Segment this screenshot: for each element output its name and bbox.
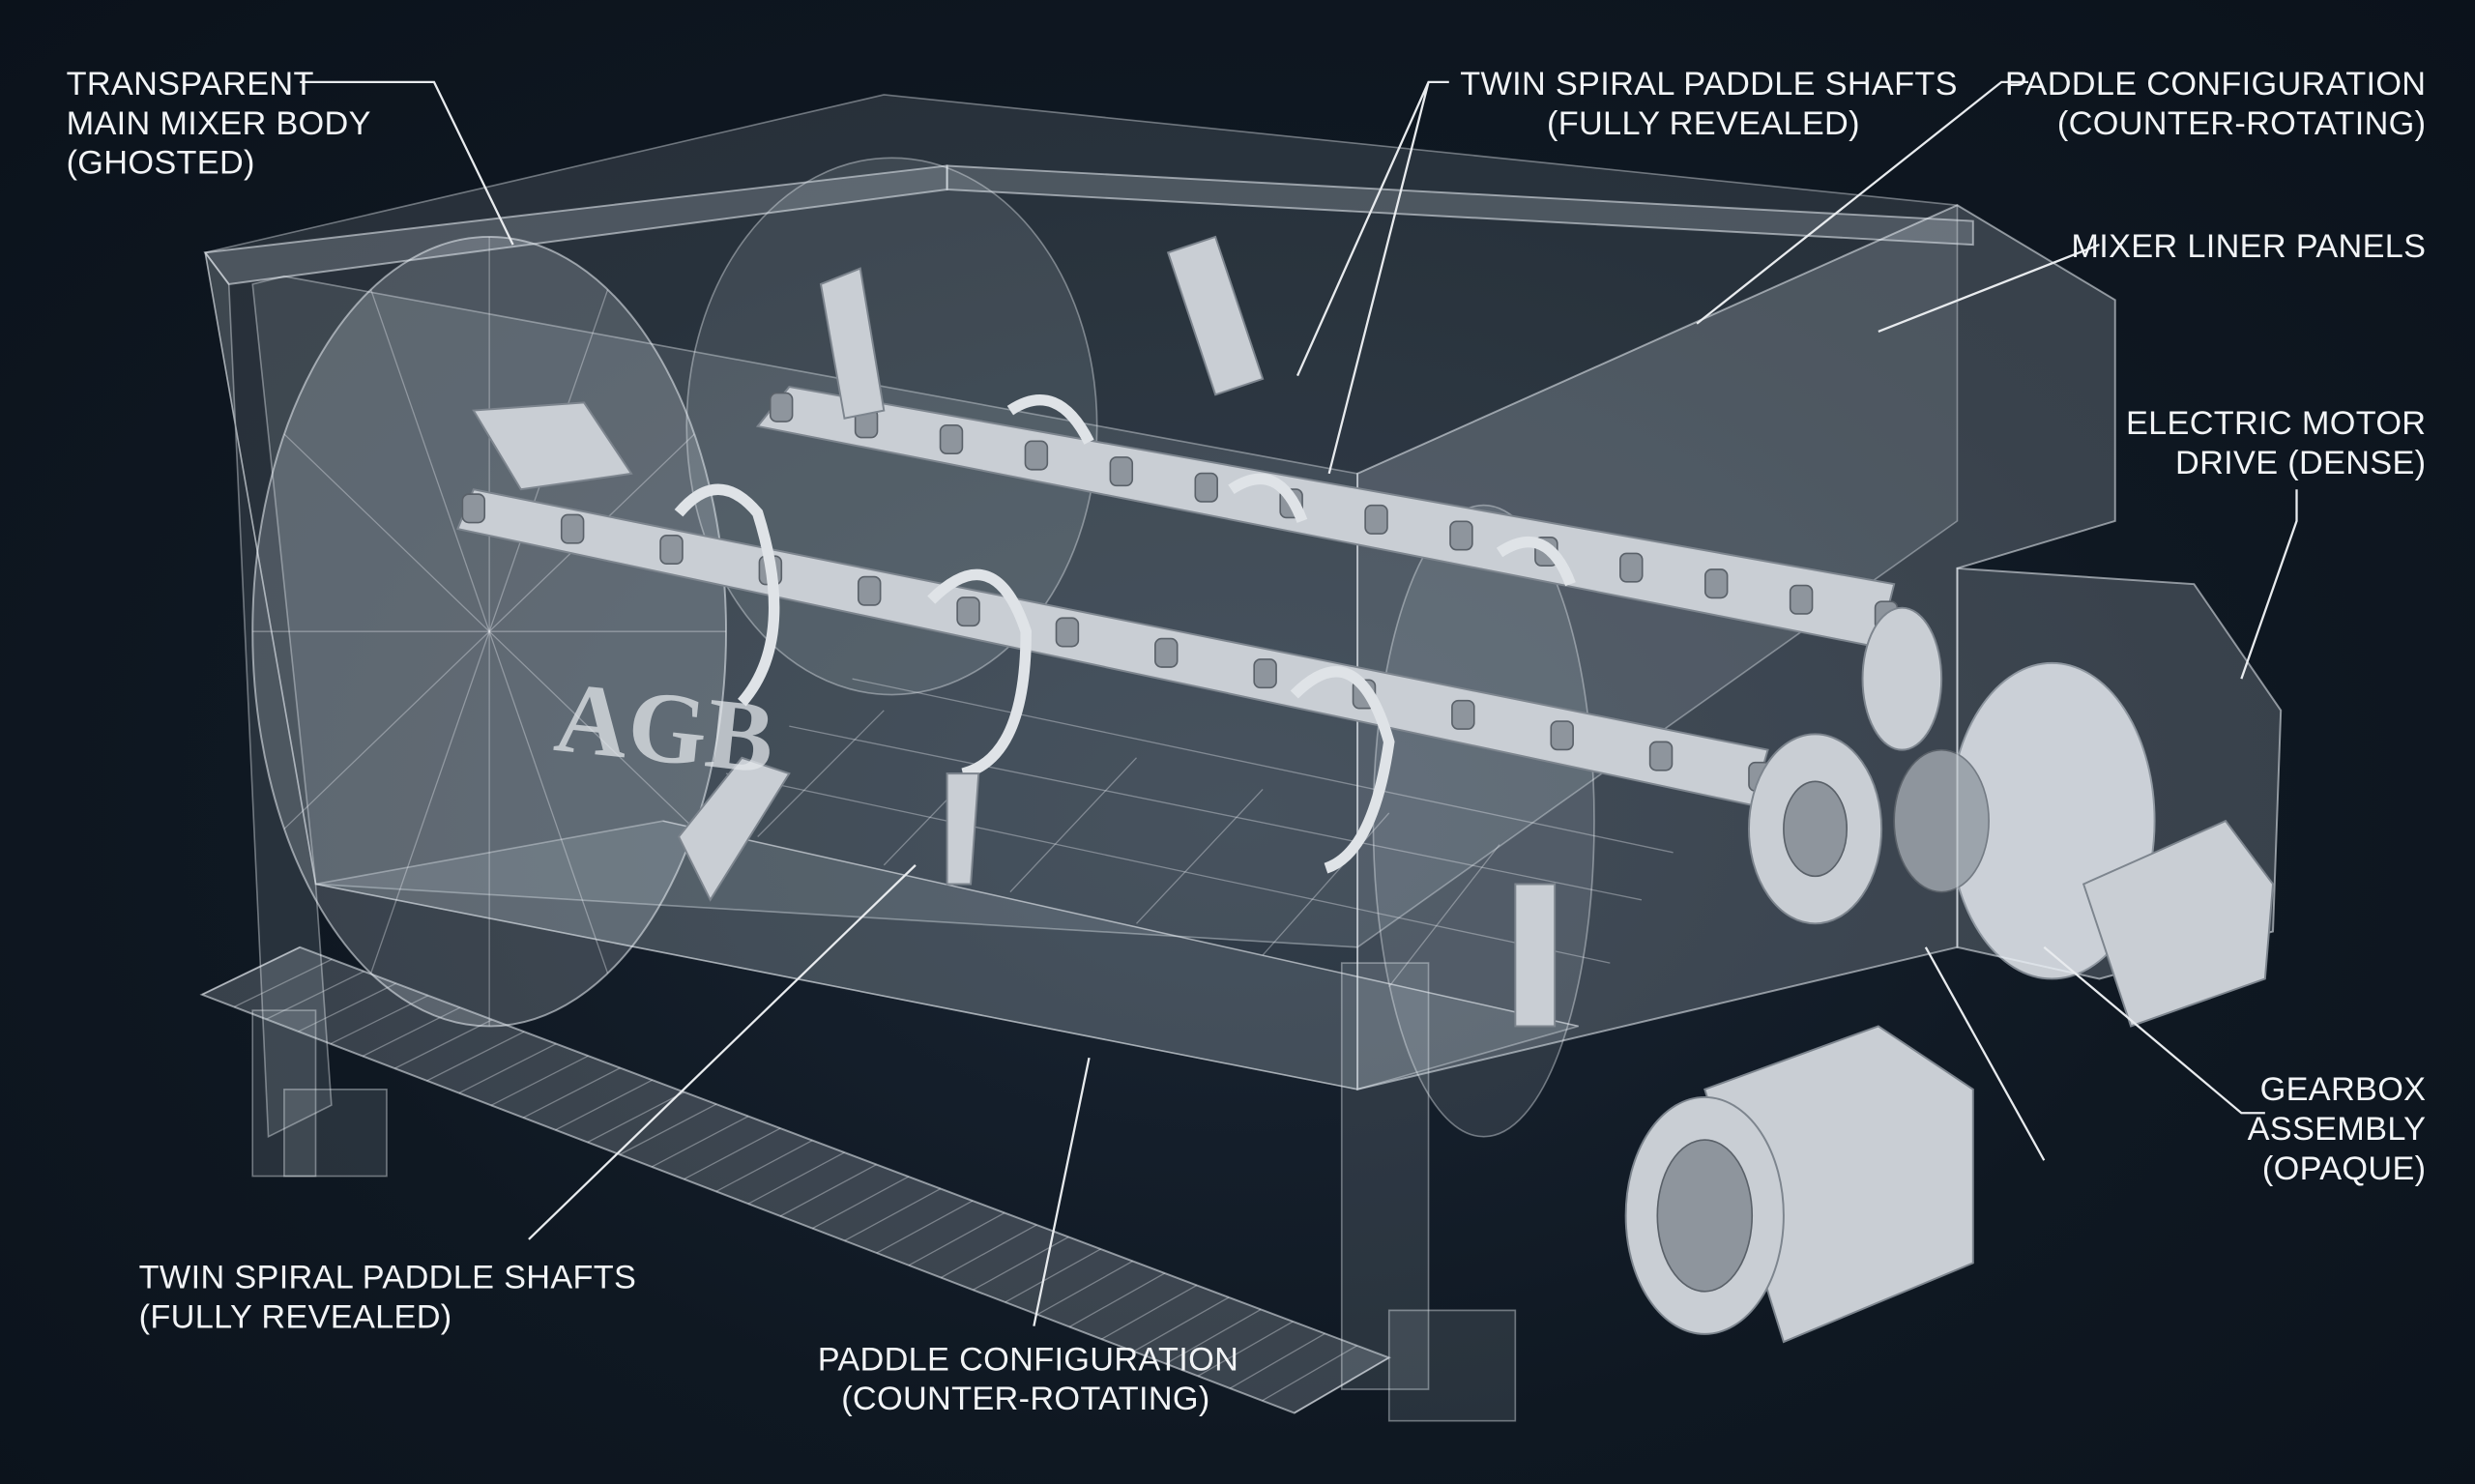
grate-bar <box>651 1116 749 1168</box>
svg-text:(OPAQUE): (OPAQUE) <box>2262 1150 2426 1187</box>
label-gearbox-assembly: GEARBOX ASSEMBLY (OPAQUE) <box>2248 1071 2427 1187</box>
disc-spoke <box>283 630 490 829</box>
shaft-bolt <box>560 513 585 544</box>
shaft-bolt <box>1789 584 1814 615</box>
grate-bar <box>490 1055 589 1106</box>
shaft-bolt <box>1703 568 1729 599</box>
disc-spoke <box>488 630 609 974</box>
grate-bar <box>1197 1321 1294 1377</box>
grate-bar <box>779 1163 877 1217</box>
shaft-bolt <box>956 597 980 627</box>
shaft-bolt <box>1253 658 1277 689</box>
label-twin-spiral-shafts-bottom: TWIN SPIRAL PADDLE SHAFTS (FULLY REVEALE… <box>139 1260 637 1336</box>
label-twin-spiral-shafts-top: TWIN SPIRAL PADDLE SHAFTS (FULLY REVEALE… <box>1460 66 1958 142</box>
label-mixer-liner-panels: MIXER LINER PANELS <box>2071 228 2426 265</box>
grate-bar <box>812 1176 910 1230</box>
shaft-bolt <box>1194 472 1218 503</box>
label-paddle-configuration-top: PADDLE CONFIGURATION (COUNTER-ROTATING) <box>2005 66 2426 142</box>
shaft-bolt <box>1154 637 1179 668</box>
shaft-bolt <box>1550 720 1574 751</box>
shaft-bolt <box>1109 456 1134 487</box>
shaft-bolt <box>461 493 486 524</box>
svg-text:(FULLY REVEALED): (FULLY REVEALED) <box>139 1298 452 1335</box>
grate-bar <box>458 1043 557 1094</box>
svg-text:MIXER LINER PANELS: MIXER LINER PANELS <box>2071 228 2426 265</box>
grate-bar <box>555 1079 653 1131</box>
grate-bar <box>394 1019 493 1069</box>
grate-bar <box>362 1006 461 1057</box>
grate-bar <box>876 1200 974 1254</box>
grate-bar <box>1294 1356 1390 1414</box>
svg-text:TRANSPARENT: TRANSPARENT <box>67 66 314 102</box>
grate-bar <box>747 1151 845 1205</box>
shaft-bolt <box>1619 552 1644 583</box>
shaft-bolt <box>1024 440 1049 471</box>
grate-bar <box>201 946 301 996</box>
shaft-bolt <box>939 423 964 454</box>
svg-text:GEARBOX: GEARBOX <box>2260 1071 2427 1108</box>
grate-bar <box>522 1067 621 1119</box>
disc-spoke <box>370 630 490 974</box>
grate-bar <box>619 1103 717 1155</box>
grate-bar <box>1229 1332 1325 1389</box>
shaft-bolt <box>1648 741 1674 771</box>
grate-bar <box>844 1187 942 1241</box>
svg-text:(GHOSTED): (GHOSTED) <box>67 145 255 182</box>
grate-bar <box>587 1091 685 1144</box>
svg-text:ASSEMBLY: ASSEMBLY <box>2248 1111 2427 1148</box>
disc-spoke <box>283 433 490 632</box>
shaft-bolt <box>1451 699 1475 730</box>
shaft-bolt <box>1364 504 1388 535</box>
label-electric-motor-drive: ELECTRIC MOTOR DRIVE (DENSE) <box>2126 405 2426 481</box>
svg-text:(COUNTER-ROTATING): (COUNTER-ROTATING) <box>841 1381 1209 1417</box>
disc-spoke <box>370 289 490 632</box>
shaft-bolt <box>1449 520 1473 551</box>
svg-text:(COUNTER-ROTATING): (COUNTER-ROTATING) <box>2057 105 2426 142</box>
walkway-grate <box>199 946 1392 1414</box>
grate-bar <box>1165 1308 1262 1365</box>
svg-text:(FULLY REVEALED): (FULLY REVEALED) <box>1547 105 1860 142</box>
svg-text:PADDLE CONFIGURATION: PADDLE CONFIGURATION <box>818 1341 1238 1378</box>
grate-bar <box>684 1127 781 1180</box>
grate-bar <box>1005 1248 1101 1303</box>
label-main-mixer-body: TRANSPARENT MAIN MIXER BODY (GHOSTED) <box>67 66 371 182</box>
paddle-shafts <box>456 235 1899 1028</box>
svg-text:MAIN MIXER BODY: MAIN MIXER BODY <box>67 105 371 142</box>
grate-bar <box>298 982 396 1033</box>
grate-bar <box>1036 1260 1133 1316</box>
shaft-bolt <box>1055 617 1080 648</box>
grate-bar <box>908 1211 1005 1266</box>
grate-bar <box>1068 1272 1166 1327</box>
agb-logo: AGB <box>550 660 779 795</box>
grate-bar <box>1133 1296 1230 1353</box>
electric-motor <box>1624 819 2275 1344</box>
shaft-bolt <box>659 535 684 566</box>
grate-bar <box>426 1031 525 1082</box>
grate-bar <box>973 1236 1069 1291</box>
grate-bar <box>266 971 364 1020</box>
grate-bar <box>233 958 333 1008</box>
svg-text:DRIVE (DENSE): DRIVE (DENSE) <box>2175 445 2426 481</box>
grate-bar <box>715 1140 813 1192</box>
label-paddle-configuration-bottom: PADDLE CONFIGURATION (COUNTER-ROTATING) <box>818 1341 1238 1417</box>
svg-text:TWIN SPIRAL PADDLE SHAFTS: TWIN SPIRAL PADDLE SHAFTS <box>1460 66 1958 102</box>
svg-text:TWIN SPIRAL PADDLE SHAFTS: TWIN SPIRAL PADDLE SHAFTS <box>139 1260 637 1296</box>
grate-bar <box>940 1224 1037 1279</box>
grate-bar <box>1262 1345 1357 1402</box>
svg-text:PADDLE CONFIGURATION: PADDLE CONFIGURATION <box>2005 66 2426 102</box>
svg-text:ELECTRIC MOTOR: ELECTRIC MOTOR <box>2126 405 2426 442</box>
disc-spoke <box>488 630 695 829</box>
leader-lines <box>300 80 2298 1326</box>
grate-bar <box>1101 1284 1198 1340</box>
shaft-bolt <box>857 575 882 606</box>
shaft-bolt <box>769 392 794 422</box>
